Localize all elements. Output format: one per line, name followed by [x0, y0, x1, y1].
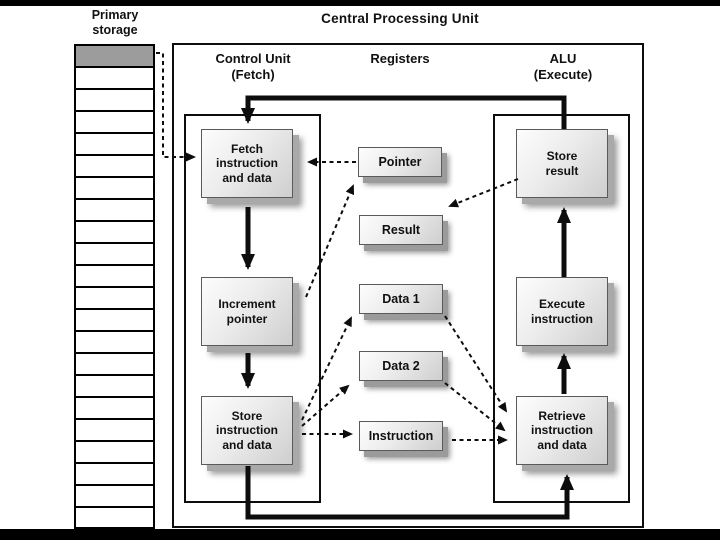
storage-cell	[76, 376, 153, 398]
primary-storage-column	[74, 44, 155, 529]
register-result: Result	[359, 215, 443, 245]
storage-cell	[76, 266, 153, 288]
storage-cell	[76, 508, 153, 527]
storage-cell-highlighted	[76, 46, 153, 68]
storage-cell	[76, 90, 153, 112]
storage-cell	[76, 68, 153, 90]
storage-cell	[76, 156, 153, 178]
storage-cell	[76, 222, 153, 244]
letterbox-bottom	[0, 529, 720, 540]
storage-cell	[76, 244, 153, 266]
cpu-title: Central Processing Unit	[321, 11, 479, 26]
storage-cell	[76, 464, 153, 486]
storage-cell	[76, 134, 153, 156]
node-fetch-instruction-and-data: Fetch instruction and data	[201, 129, 293, 198]
node-store-result: Store result	[516, 129, 608, 198]
storage-cell	[76, 310, 153, 332]
storage-cell	[76, 332, 153, 354]
primary-storage-label: Primary storage	[91, 8, 139, 37]
alu-header: ALU (Execute)	[533, 51, 593, 82]
cpu-outer-box	[172, 43, 644, 528]
node-retrieve-instruction-and-data: Retrieve instruction and data	[516, 396, 608, 465]
registers-header: Registers	[370, 51, 430, 66]
register-data-1: Data 1	[359, 284, 443, 314]
storage-cell	[76, 112, 153, 134]
storage-cell	[76, 398, 153, 420]
storage-cell	[76, 420, 153, 442]
register-pointer: Pointer	[358, 147, 442, 177]
register-data-2: Data 2	[359, 351, 443, 381]
storage-cell	[76, 178, 153, 200]
node-store-instruction-and-data: Store instruction and data	[201, 396, 293, 465]
storage-cell	[76, 288, 153, 310]
node-execute-instruction: Execute instruction	[516, 277, 608, 346]
control-unit-header: Control Unit (Fetch)	[215, 51, 291, 82]
node-increment-pointer: Increment pointer	[201, 277, 293, 346]
storage-cell	[76, 354, 153, 376]
register-instruction: Instruction	[359, 421, 443, 451]
storage-cell	[76, 442, 153, 464]
storage-cell	[76, 200, 153, 222]
letterbox-top	[0, 0, 720, 6]
storage-cell	[76, 486, 153, 508]
